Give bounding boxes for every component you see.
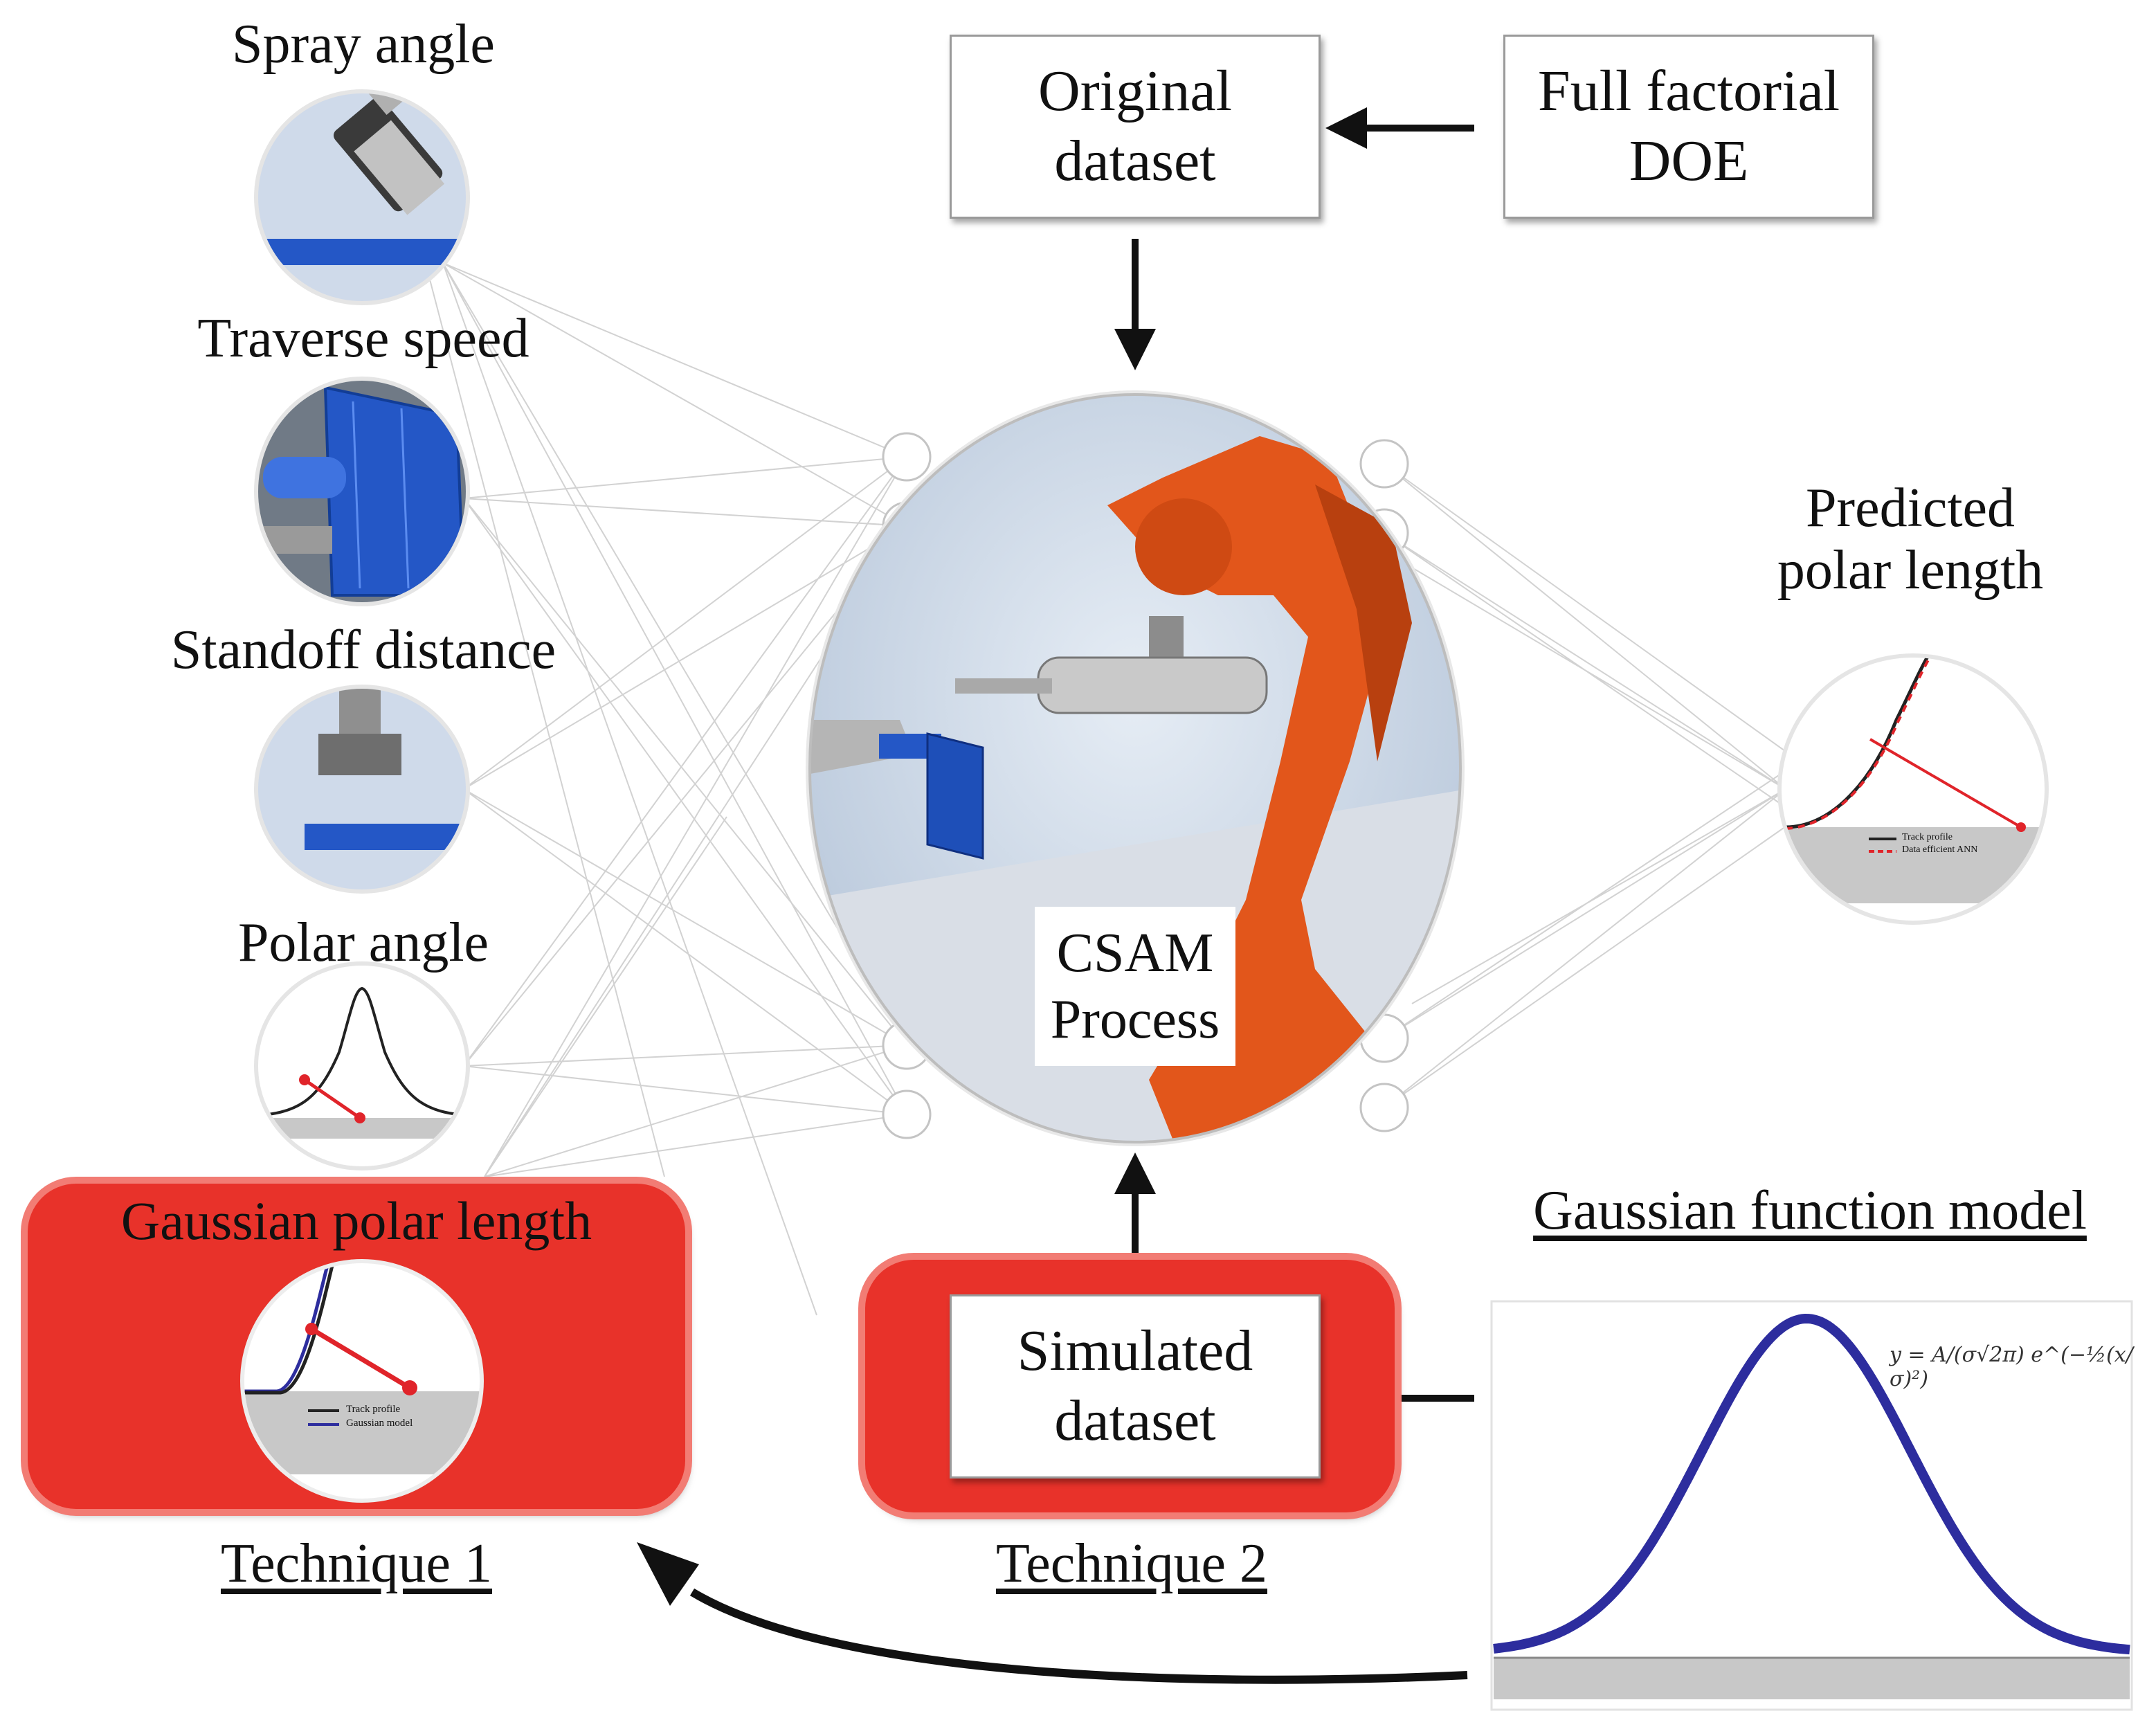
technique-1-legend-track: Track profile [346,1404,401,1415]
full-factorial-doe-text: Full factorial DOE [1537,59,1840,193]
gaussian-function-model-title: Gaussian function model [1533,1180,2087,1241]
network-connections [428,262,1800,1316]
simulated-dataset-text: Simulated dataset [1017,1319,1253,1453]
spray-angle-thumbnail [254,89,470,305]
standoff-distance-thumbnail [254,685,470,894]
gaussian-function-plot [1490,1300,2133,1711]
predicted-polar-length-thumbnail [1777,653,2049,925]
gaussian-equation: y = A/(σ√2π) e^(−½(x/σ)²) [1890,1343,2133,1391]
spray-angle-label: Spray angle [232,14,495,75]
technique-1-caption: Technique 1 [220,1533,493,1594]
predicted-legend-track: Track profile [1902,832,1953,842]
polar-angle-label: Polar angle [237,912,489,973]
technique-2-caption: Technique 2 [995,1533,1268,1594]
predicted-legend-ann: Data efficient ANN [1902,844,1978,855]
standoff-distance-label: Standoff distance [170,620,556,680]
technique-1-legend-model: Gaussian model [346,1418,413,1429]
full-factorial-doe-box: Full factorial DOE [1503,35,1874,219]
gaussian-polar-length-title: Gaussian polar length [120,1191,592,1251]
traverse-speed-label: Traverse speed [197,308,529,369]
polar-angle-thumbnail [254,961,470,1170]
original-dataset-text: Original dataset [1038,59,1232,193]
csam-process-label: CSAM Process [1035,907,1235,1066]
traverse-speed-thumbnail [254,377,470,606]
csam-process-text: CSAM Process [1050,923,1220,1050]
original-dataset-box: Original dataset [950,35,1321,219]
simulated-dataset-box: Simulated dataset [950,1294,1321,1479]
predicted-polar-length-label: Predicted polar length [1777,478,2044,601]
